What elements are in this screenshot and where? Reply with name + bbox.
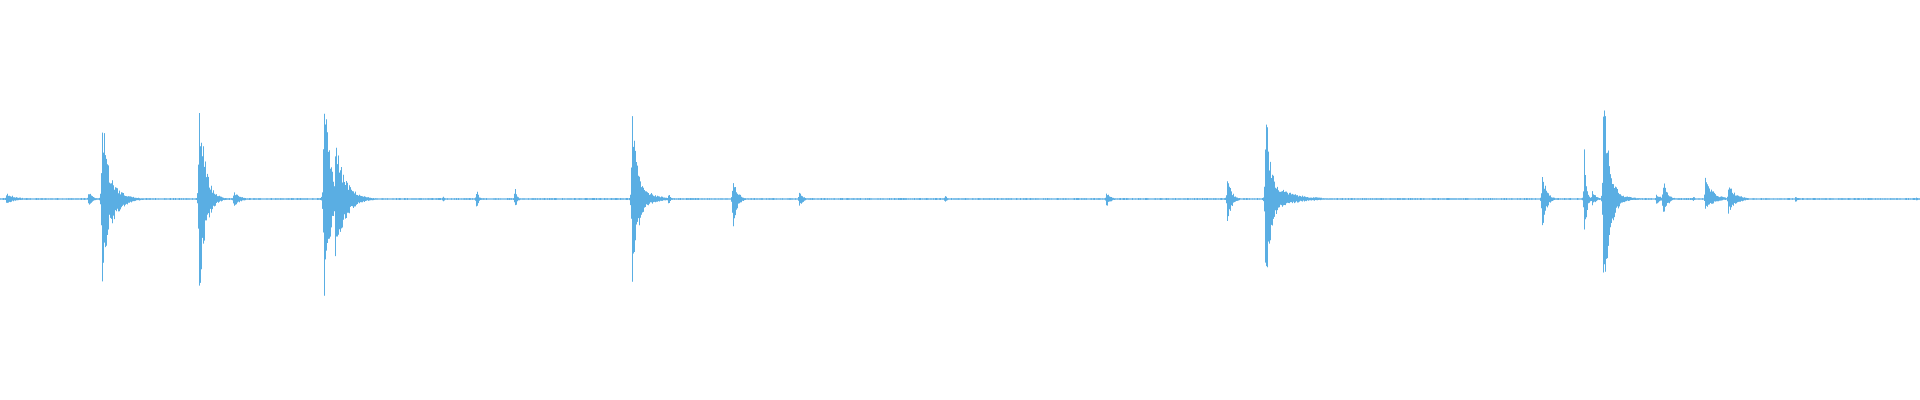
waveform-bars — [0, 110, 1920, 296]
waveform-path — [0, 110, 1920, 296]
